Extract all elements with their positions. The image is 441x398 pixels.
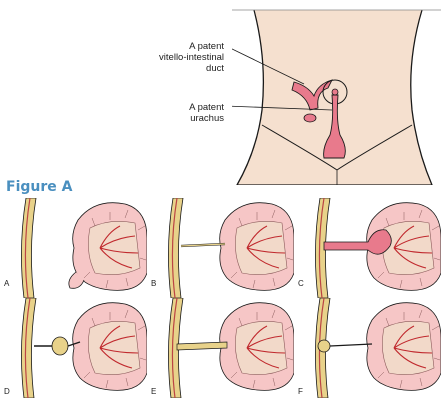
callout-text: A patent xyxy=(148,41,224,52)
abdomen-illustration xyxy=(232,0,441,185)
figure-label: Figure A xyxy=(6,179,72,195)
abdominal-wall xyxy=(21,198,36,298)
vitello-duct-callout: A patent vitello-intestinal duct xyxy=(148,41,224,74)
vitelline-cyst xyxy=(52,337,68,355)
panel-letter: F xyxy=(298,387,303,396)
panel-letter: B xyxy=(151,279,156,288)
fistula-band xyxy=(177,342,227,350)
panel-e: E xyxy=(147,298,294,398)
panel-a: A xyxy=(0,198,147,298)
abdominal-wall xyxy=(168,198,183,298)
panel-letter: E xyxy=(151,387,156,396)
panel-letter: D xyxy=(4,387,10,396)
panel-d: D xyxy=(0,298,147,398)
panel-letter: C xyxy=(298,279,304,288)
panel-b: B xyxy=(147,198,294,298)
panel-letter: A xyxy=(4,279,9,288)
patent-duct xyxy=(324,230,391,254)
panel-c: C xyxy=(294,198,441,298)
callout-text: urachus xyxy=(160,113,224,124)
abdominal-wall xyxy=(21,298,36,398)
callout-text: duct xyxy=(148,63,224,74)
urachus-callout: A patent urachus xyxy=(160,102,224,124)
umbilical-sinus xyxy=(318,340,330,352)
panel-f: F xyxy=(294,298,441,398)
callout-text: vitello-intestinal xyxy=(148,52,224,63)
callout-text: A patent xyxy=(160,102,224,113)
